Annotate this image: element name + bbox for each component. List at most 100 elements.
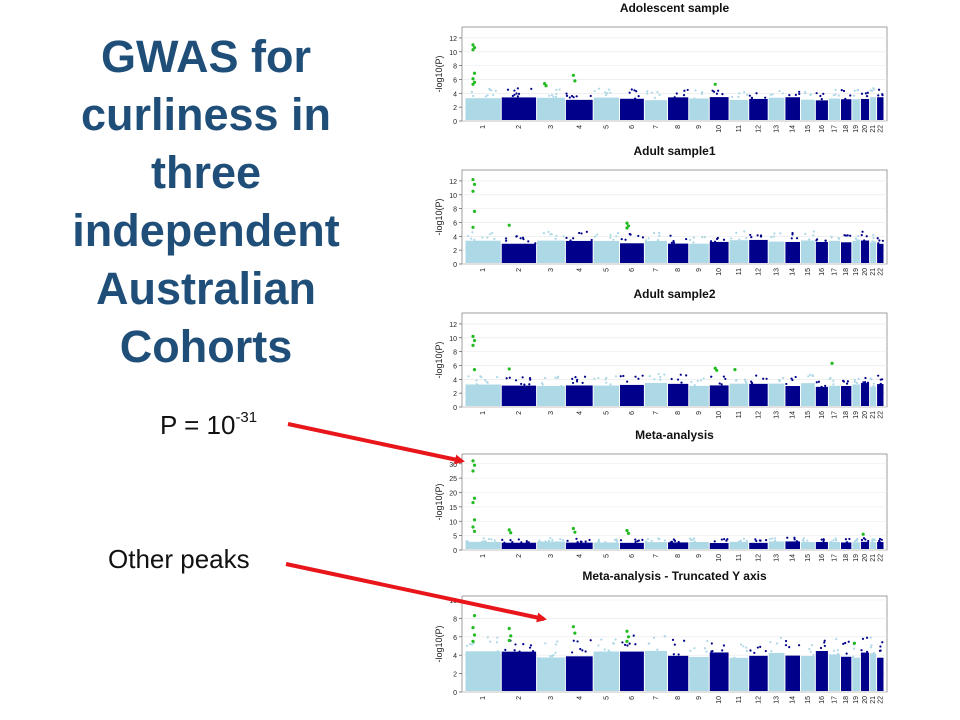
x-tick-label: 9 bbox=[696, 696, 703, 700]
x-tick-label: 19 bbox=[853, 268, 860, 276]
snp-point bbox=[597, 376, 600, 380]
snp-point bbox=[583, 375, 587, 378]
chromosome-block: 20 bbox=[860, 230, 870, 276]
snp-point bbox=[842, 89, 846, 93]
y-tick-label: 8 bbox=[453, 616, 457, 623]
snp-point bbox=[700, 92, 703, 96]
snp-band bbox=[785, 655, 800, 691]
snp-band bbox=[840, 542, 852, 549]
snp-point bbox=[793, 536, 796, 539]
chromosome-block: 11 bbox=[729, 368, 749, 418]
chromosome-block: 13 bbox=[768, 89, 785, 133]
snp-point bbox=[603, 91, 607, 94]
snp-band bbox=[729, 541, 749, 549]
x-tick-label: 7 bbox=[653, 125, 660, 129]
chromosome-block: 1 bbox=[465, 177, 501, 272]
snp-point bbox=[713, 540, 716, 543]
snp-point bbox=[852, 94, 856, 97]
x-tick-label: 6 bbox=[629, 696, 636, 700]
y-tick-label: 0 bbox=[453, 119, 457, 126]
snp-point bbox=[865, 650, 869, 653]
snp-band bbox=[644, 100, 668, 120]
x-tick-label: 17 bbox=[831, 268, 838, 276]
snp-point bbox=[549, 655, 552, 658]
snp-point bbox=[585, 230, 588, 233]
snp-point bbox=[555, 88, 558, 91]
snp-point bbox=[881, 378, 884, 381]
x-tick-label: 21 bbox=[870, 696, 877, 704]
snp-point bbox=[715, 92, 719, 95]
x-tick-label: 4 bbox=[576, 125, 583, 129]
snp-point bbox=[820, 538, 823, 541]
snp-point bbox=[834, 88, 837, 91]
chromosome-block: 1 bbox=[465, 459, 501, 558]
snp-point bbox=[637, 234, 640, 238]
y-axis-label: -log10(P) bbox=[434, 341, 444, 378]
snp-point bbox=[470, 90, 474, 94]
snp-point bbox=[731, 95, 734, 98]
snp-point bbox=[663, 373, 666, 376]
snp-point bbox=[493, 539, 496, 542]
y-tick-label: 0 bbox=[453, 690, 457, 697]
snp-point bbox=[690, 380, 693, 384]
snp-point bbox=[612, 238, 615, 241]
snp-point bbox=[634, 97, 637, 100]
snp-point bbox=[738, 238, 741, 241]
snp-point bbox=[811, 374, 815, 378]
snp-point bbox=[515, 235, 518, 238]
snp-point bbox=[575, 537, 578, 540]
panel-title: Adolescent sample bbox=[620, 1, 730, 15]
snp-point bbox=[748, 94, 751, 97]
snp-point bbox=[597, 87, 601, 90]
significant-snp bbox=[713, 82, 717, 86]
significant-snp bbox=[573, 79, 577, 83]
x-tick-label: 10 bbox=[716, 411, 723, 419]
snp-point bbox=[688, 238, 692, 241]
snp-point bbox=[465, 644, 469, 647]
snp-point bbox=[581, 649, 584, 652]
snp-point bbox=[604, 378, 607, 381]
snp-point bbox=[672, 653, 675, 656]
panel-title: Meta-analysis - Truncated Y axis bbox=[582, 569, 767, 583]
significant-snp bbox=[573, 631, 577, 635]
snp-point bbox=[686, 88, 689, 92]
snp-point bbox=[828, 378, 831, 381]
snp-band bbox=[815, 100, 828, 120]
snp-point bbox=[756, 234, 759, 237]
x-tick-label: 22 bbox=[877, 125, 884, 133]
snp-point bbox=[871, 538, 874, 542]
significant-snp bbox=[471, 343, 475, 347]
snp-point bbox=[672, 538, 675, 541]
snp-point bbox=[648, 375, 651, 378]
chromosome-block: 4 bbox=[565, 625, 593, 700]
snp-band bbox=[800, 240, 815, 263]
snp-point bbox=[735, 378, 738, 382]
significant-snp bbox=[830, 361, 834, 365]
snp-band bbox=[709, 241, 729, 263]
snp-point bbox=[650, 91, 654, 94]
significant-snp bbox=[471, 334, 475, 338]
significant-snp bbox=[471, 189, 475, 193]
x-tick-label: 17 bbox=[831, 411, 838, 419]
snp-point bbox=[822, 540, 825, 543]
chromosome-block: 17 bbox=[828, 88, 840, 133]
snp-point bbox=[637, 95, 640, 98]
y-tick-label: 12 bbox=[449, 36, 457, 43]
snp-point bbox=[819, 646, 823, 650]
significant-snp bbox=[472, 529, 477, 533]
snp-point bbox=[634, 538, 637, 541]
x-tick-label: 11 bbox=[736, 268, 743, 275]
snp-point bbox=[513, 93, 516, 96]
snp-band bbox=[565, 99, 593, 120]
chromosome-block: 13 bbox=[768, 232, 785, 276]
chromosome-block: 16 bbox=[815, 92, 828, 133]
x-tick-label: 14 bbox=[790, 411, 797, 419]
snp-point bbox=[855, 539, 859, 542]
chromosome-block: 12 bbox=[749, 645, 768, 704]
significant-snp bbox=[471, 459, 475, 463]
snp-point bbox=[703, 236, 707, 239]
x-tick-label: 11 bbox=[736, 554, 743, 561]
snp-point bbox=[572, 237, 575, 240]
chromosome-block: 14 bbox=[785, 231, 800, 276]
snp-band bbox=[501, 542, 537, 549]
